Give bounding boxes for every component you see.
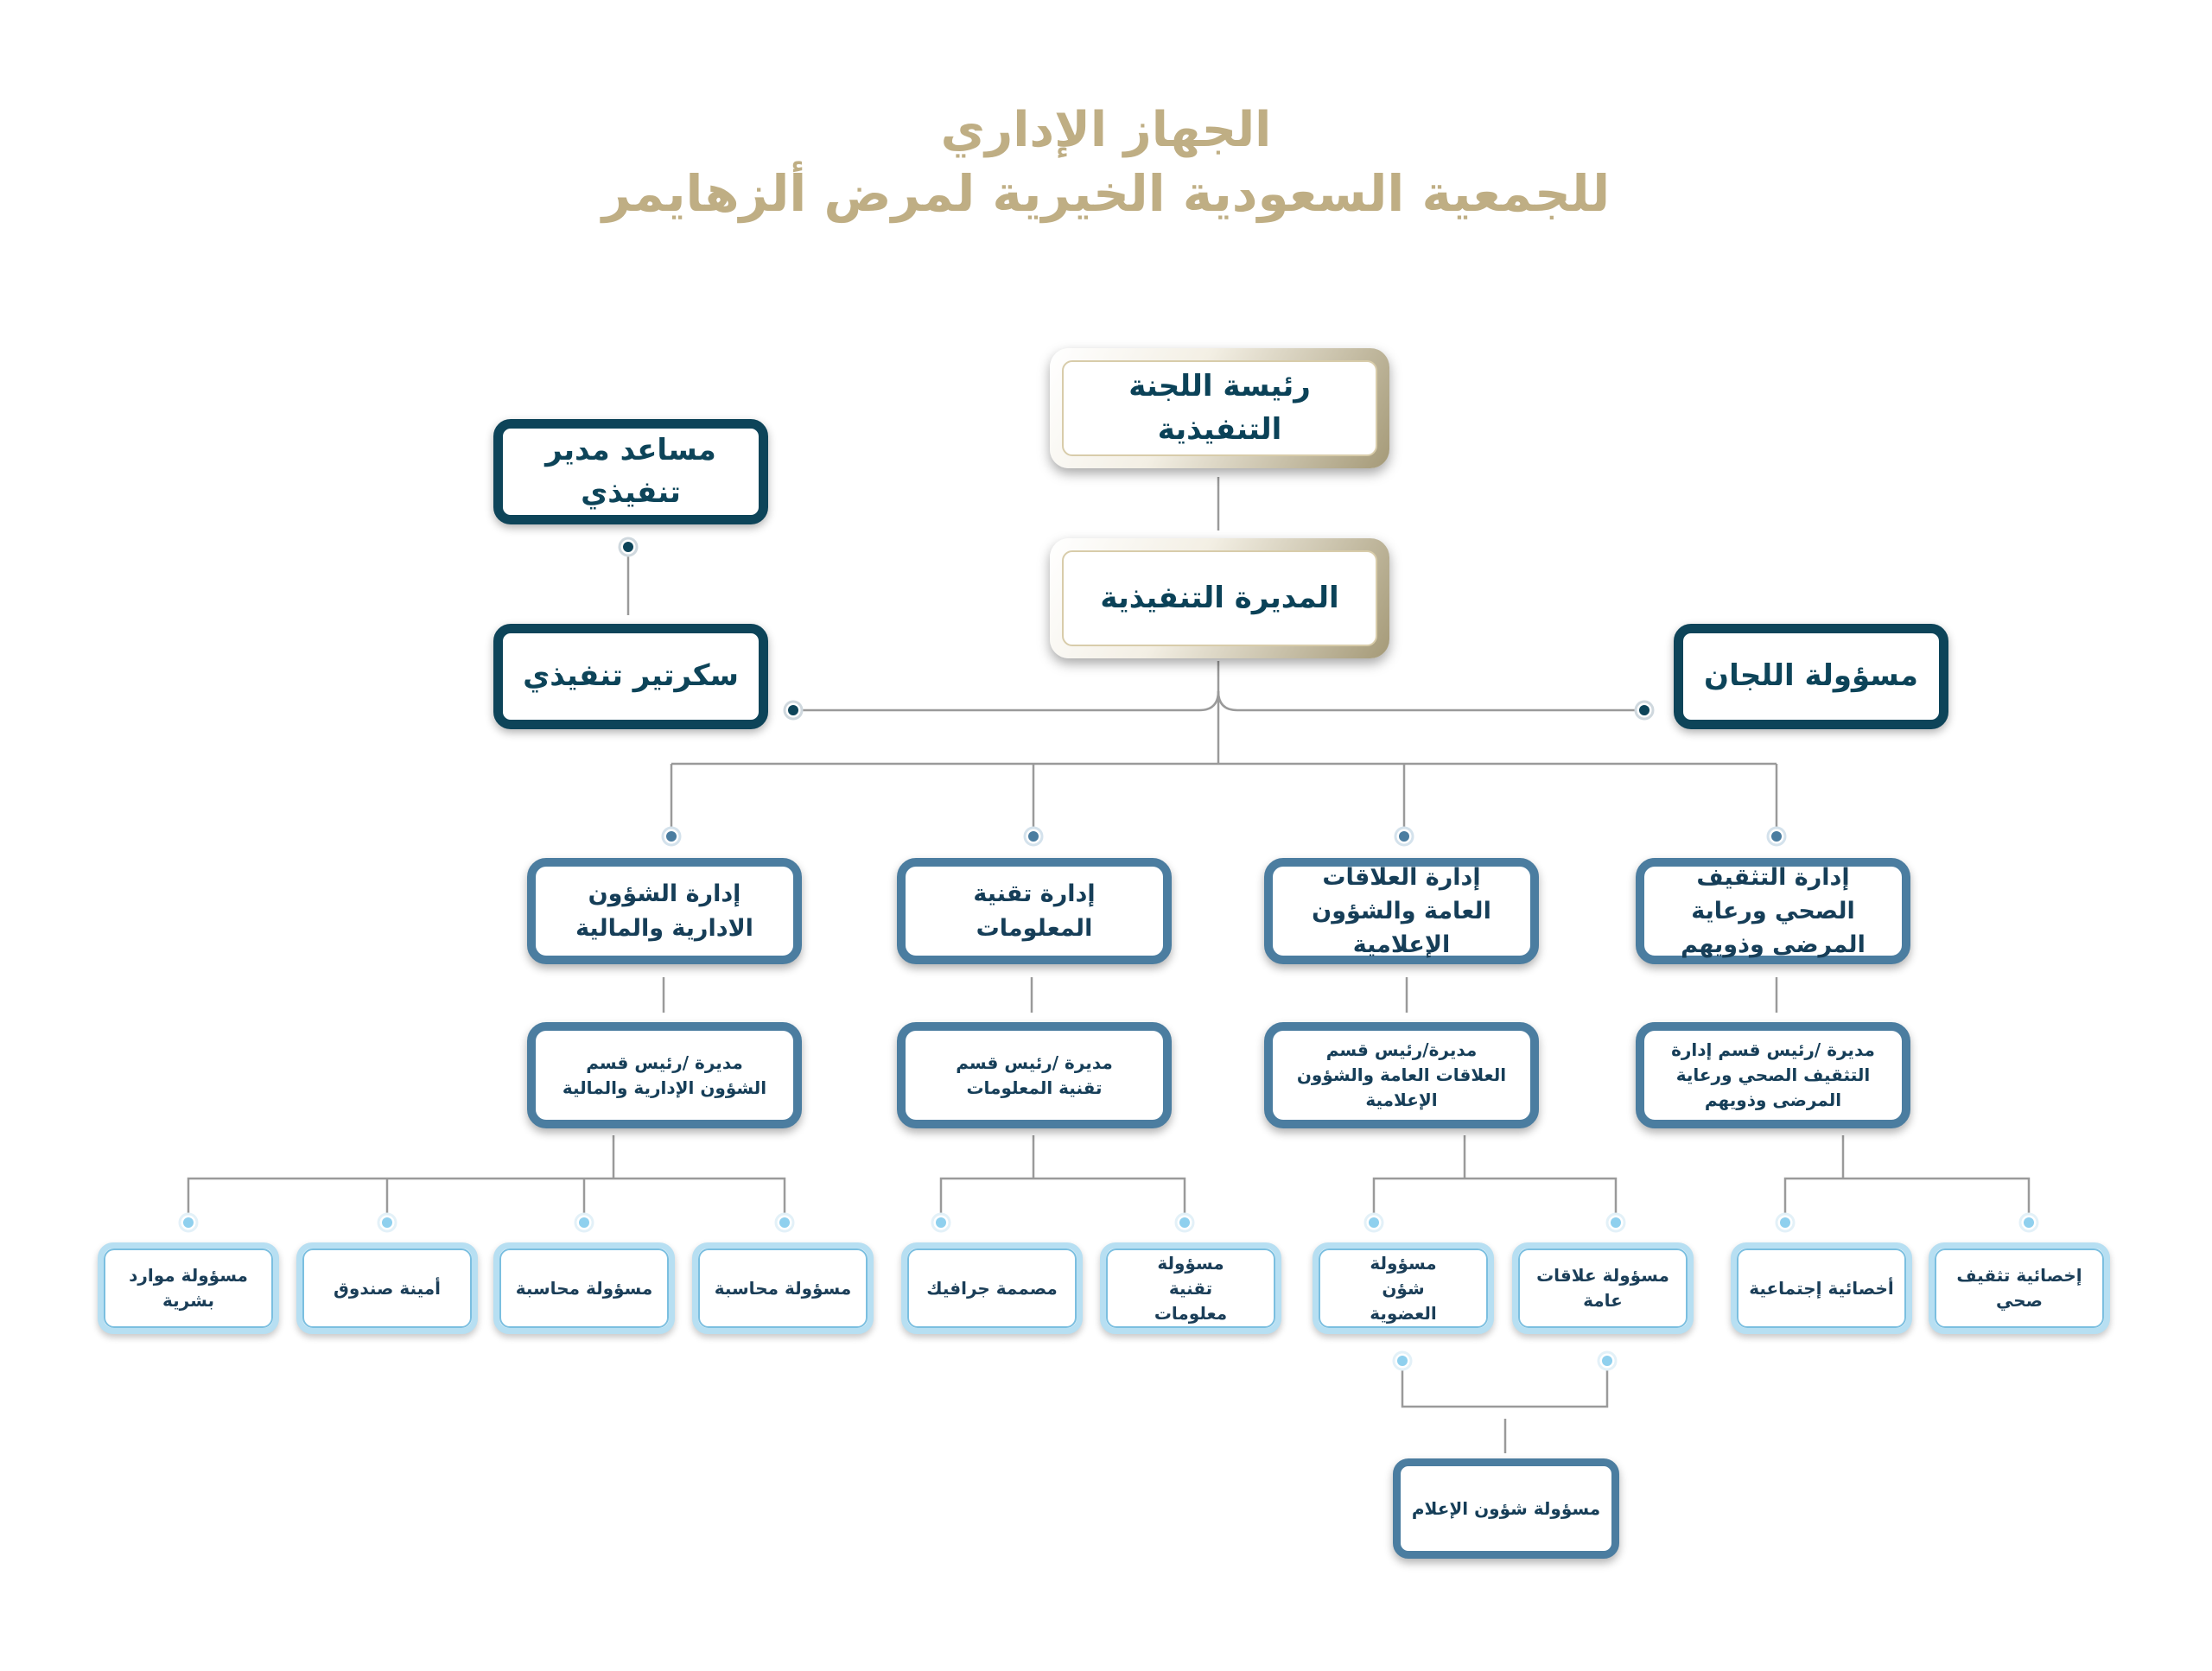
node-exec-secretary-label: سكرتير تنفيذي	[523, 658, 739, 694]
node-exec-director-label: المديرة التنفيذية	[1100, 580, 1339, 615]
node-dept-admin: إدارة الشؤون الادارية والمالية	[527, 858, 802, 964]
node-health-educator-label: إخصائية تثقيف صحي	[1956, 1265, 2082, 1311]
node-accountant-1-label: مسؤولة محاسبة	[515, 1277, 653, 1299]
node-designer-label: مصممة جرافيك	[926, 1277, 1058, 1299]
connector-health-staff-bus	[1783, 1177, 2031, 1223]
node-committees: مسؤولة اللجان	[1674, 624, 1948, 729]
node-designer: مصممة جرافيك	[901, 1242, 1083, 1334]
node-pr-officer: مسؤولة علاقات عامة	[1512, 1242, 1694, 1334]
node-it-officer-label: مسؤولة تقنية معلومات	[1154, 1252, 1228, 1324]
node-media: مسؤولة شؤون الإعلام	[1393, 1458, 1619, 1559]
node-hr-label: مسؤولة موارد بشرية	[129, 1265, 248, 1311]
chart-title: الجهاز الإداري	[940, 102, 1272, 158]
node-treasurer: أمينة صندوق	[296, 1242, 478, 1334]
node-chair-label: رئيسة اللجنة التنفيذية	[1128, 369, 1311, 447]
connector-director-committees	[1217, 690, 1644, 712]
node-social-worker-label: أخصائية إجتماعية	[1749, 1277, 1894, 1299]
connector-admin-staff-bus	[187, 1177, 786, 1223]
node-head-health: مديرة /رئيس قسم إدارة التثقيف الصحي ورعا…	[1636, 1022, 1910, 1128]
node-media-label: مسؤولة شؤون الإعلام	[1411, 1497, 1601, 1519]
connector-dots	[178, 537, 2039, 1371]
node-social-worker: أخصائية إجتماعية	[1731, 1242, 1912, 1334]
node-head-admin-label: مديرة /رئيس قسم الشؤون الإدارية والمالية	[562, 1052, 767, 1098]
connector-director-secretary	[793, 661, 1220, 712]
node-dept-it-label: إدارة تقنية المعلومات	[973, 880, 1096, 942]
node-membership-label: مسؤولة شؤن العضوية	[1370, 1252, 1437, 1324]
node-health-educator: إخصائية تثقيف صحي	[1929, 1242, 2110, 1334]
node-membership: مسؤولة شؤن العضوية	[1313, 1242, 1494, 1334]
node-hr: مسؤولة موارد بشرية	[98, 1242, 279, 1334]
node-exec-director: المديرة التنفيذية	[1050, 538, 1389, 658]
node-treasurer-label: أمينة صندوق	[334, 1277, 442, 1299]
node-dept-health-label: إدارة التثقيف الصحي ورعاية المرضى وذويهم	[1681, 863, 1866, 959]
node-it-officer: مسؤولة تقنية معلومات	[1100, 1242, 1281, 1334]
node-chair: رئيسة اللجنة التنفيذية	[1050, 348, 1389, 468]
node-asst-exec-label: مساعد مدير تنفيذي	[545, 432, 716, 510]
node-head-pr-label: مديرة/رئيس قسم العلاقات العامة والشؤون ا…	[1296, 1039, 1507, 1110]
node-dept-pr-label: إدارة العلاقات العامة والشؤون الإعلامية	[1312, 863, 1491, 959]
node-accountant-2: مسؤولة محاسبة	[692, 1242, 874, 1334]
node-accountant-1: مسؤولة محاسبة	[493, 1242, 675, 1334]
node-dept-pr: إدارة العلاقات العامة والشؤون الإعلامية	[1264, 858, 1539, 964]
node-exec-secretary: سكرتير تنفيذي	[493, 624, 768, 729]
node-head-health-label: مديرة /رئيس قسم إدارة التثقيف الصحي ورعا…	[1671, 1039, 1875, 1110]
node-dept-health: إدارة التثقيف الصحي ورعاية المرضى وذويهم	[1636, 858, 1910, 964]
node-pr-officer-label: مسؤولة علاقات عامة	[1536, 1265, 1669, 1311]
node-head-it: مديرة /رئيس قسم تقنية المعلومات	[897, 1022, 1172, 1128]
node-head-it-label: مديرة /رئيس قسم تقنية المعلومات	[956, 1052, 1113, 1098]
node-committees-label: مسؤولة اللجان	[1704, 658, 1918, 694]
node-head-pr: مديرة/رئيس قسم العلاقات العامة والشؤون ا…	[1264, 1022, 1539, 1128]
connector-it-staff-bus	[939, 1177, 1186, 1223]
node-dept-it: إدارة تقنية المعلومات	[897, 858, 1172, 964]
node-accountant-2-label: مسؤولة محاسبة	[714, 1277, 852, 1299]
node-head-admin: مديرة /رئيس قسم الشؤون الإدارية والمالية	[527, 1022, 802, 1128]
node-dept-admin-label: إدارة الشؤون الادارية والمالية	[575, 880, 753, 942]
node-asst-exec: مساعد مدير تنفيذي	[493, 419, 768, 524]
chart-subtitle: للجمعية السعودية الخيرية لمرض ألزهايمر	[601, 164, 1611, 223]
connector-media-bus	[1401, 1361, 1609, 1408]
connector-pr-staff-bus	[1372, 1177, 1618, 1223]
